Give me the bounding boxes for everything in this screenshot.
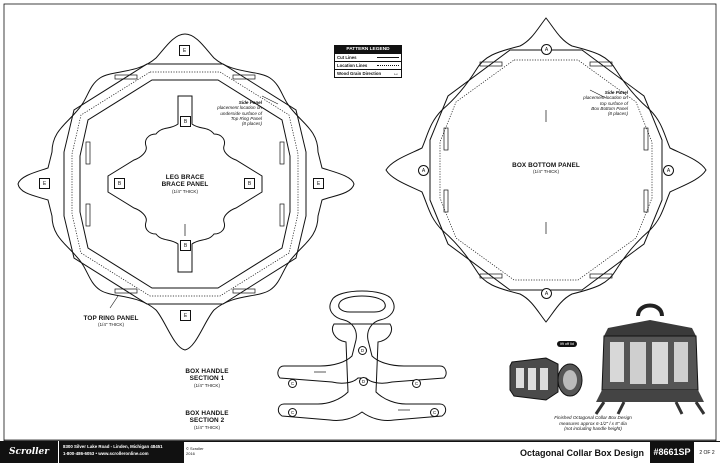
side-panel-note-top-ring: Side Panel placement location on undersi… [217, 100, 262, 127]
box-handle-section-1 [277, 290, 447, 384]
scroller-logo: Scroller [0, 441, 58, 463]
leg-brace-panel [107, 95, 263, 273]
marker-a: A [541, 44, 552, 55]
handle-section-1-label: BOX HANDLE SECTION 1 (1/4" THICK) [185, 368, 229, 388]
legend-row-grain: Wood Grain Direction↔ [335, 69, 401, 77]
marker-e: E [39, 178, 50, 189]
marker-d: D [359, 377, 368, 386]
footer-copyright: © Scroller 2016 [184, 441, 210, 463]
box-closed-image [594, 298, 706, 416]
photo-caption: Finished Octagonal Collar Box Design mea… [554, 415, 632, 432]
pattern-number: #8661SP [650, 441, 694, 463]
pattern-legend: PATTERN LEGEND Cut Lines Location Lines … [334, 45, 402, 78]
marker-e: E [313, 178, 324, 189]
legend-title: PATTERN LEGEND [335, 46, 401, 53]
lid-off-photo [506, 346, 586, 410]
top-ring-label: TOP RING PANEL (1/4" THICK) [83, 315, 139, 328]
handle-section-2-label: BOX HANDLE SECTION 2 (1/4" THICK) [185, 410, 229, 430]
marker-b: B [180, 240, 191, 251]
box-bottom-panel [385, 17, 707, 323]
side-panel-note-box-bottom: Side Panel placement location on top sur… [583, 90, 628, 117]
footer-address: 8300 Silver Lake Road - Linden, Michigan… [58, 441, 184, 463]
top-ring-panel [17, 33, 355, 351]
marker-e: E [179, 45, 190, 56]
legend-row-cut: Cut Lines [335, 53, 401, 61]
legend-row-location: Location Lines [335, 61, 401, 69]
marker-c: C [288, 408, 297, 417]
marker-b: B [244, 178, 255, 189]
page-indicator: 2 OF 2 [694, 441, 720, 463]
marker-c: C [430, 408, 439, 417]
finished-box-photo [594, 298, 706, 416]
box-open-image [506, 346, 586, 410]
marker-b: B [180, 116, 191, 127]
marker-a: A [418, 165, 429, 176]
pattern-title: Octagonal Collar Box Design [210, 441, 650, 463]
marker-b: B [114, 178, 125, 189]
grain-arrow-icon: ↔ [393, 70, 399, 77]
marker-a: A [663, 165, 674, 176]
leader-lines [109, 89, 607, 309]
footer-bar: Scroller 8300 Silver Lake Road - Linden,… [0, 441, 720, 463]
marker-c: C [288, 379, 297, 388]
box-handle-section-2 [277, 323, 447, 421]
marker-a: A [541, 288, 552, 299]
leg-brace-label: LEG BRACE BRACE PANEL (1/4" THICK) [161, 174, 209, 194]
marker-c: C [412, 379, 421, 388]
marker-d: D [358, 346, 367, 355]
marker-e: E [180, 310, 191, 321]
lid-off-badge: lift off lid [557, 341, 577, 347]
box-bottom-label: BOX BOTTOM PANEL (1/4" THICK) [512, 162, 580, 175]
